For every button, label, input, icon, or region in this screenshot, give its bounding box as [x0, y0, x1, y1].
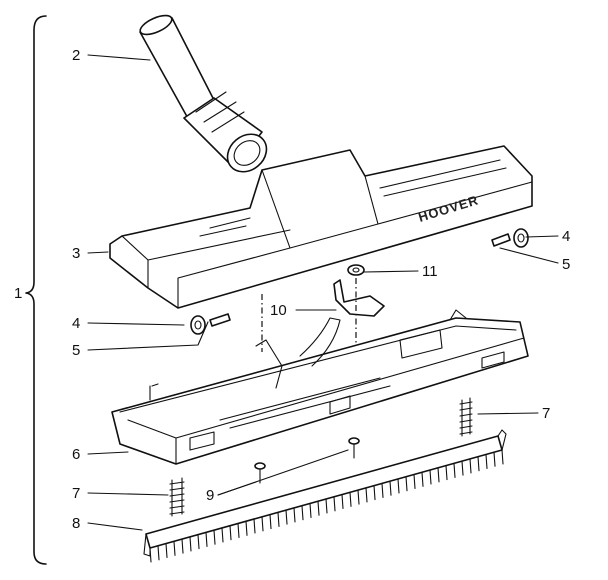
callout-10: 10: [270, 302, 287, 319]
spring-right: [459, 397, 473, 437]
washer: [347, 264, 365, 276]
callout-4-left: 4: [72, 315, 80, 332]
callout-5-left: 5: [72, 342, 80, 359]
callout-7-left: 7: [72, 485, 80, 502]
callout-1: 1: [14, 285, 22, 302]
spring-left: [169, 477, 185, 517]
callout-7-right: 7: [542, 405, 550, 422]
screw-right: [348, 437, 360, 459]
top-cover: HOOVER: [109, 145, 533, 309]
callout-9: 9: [206, 487, 214, 504]
leader-lines: [87, 54, 559, 531]
callout-3: 3: [72, 245, 80, 262]
callout-11: 11: [422, 263, 438, 280]
callout-6: 6: [72, 446, 80, 463]
base-housing: [111, 309, 529, 465]
callout-2: 2: [72, 47, 80, 64]
assembly-bracket: [25, 15, 47, 565]
callout-4-right: 4: [562, 228, 570, 245]
left-wheel-axle: [190, 313, 231, 335]
latch-clip: [333, 279, 385, 317]
callout-8: 8: [72, 515, 80, 532]
callout-5-right: 5: [562, 256, 570, 273]
right-wheel-axle: [491, 228, 529, 248]
hose-connector: [139, 14, 268, 173]
brush-strip: [143, 429, 507, 563]
